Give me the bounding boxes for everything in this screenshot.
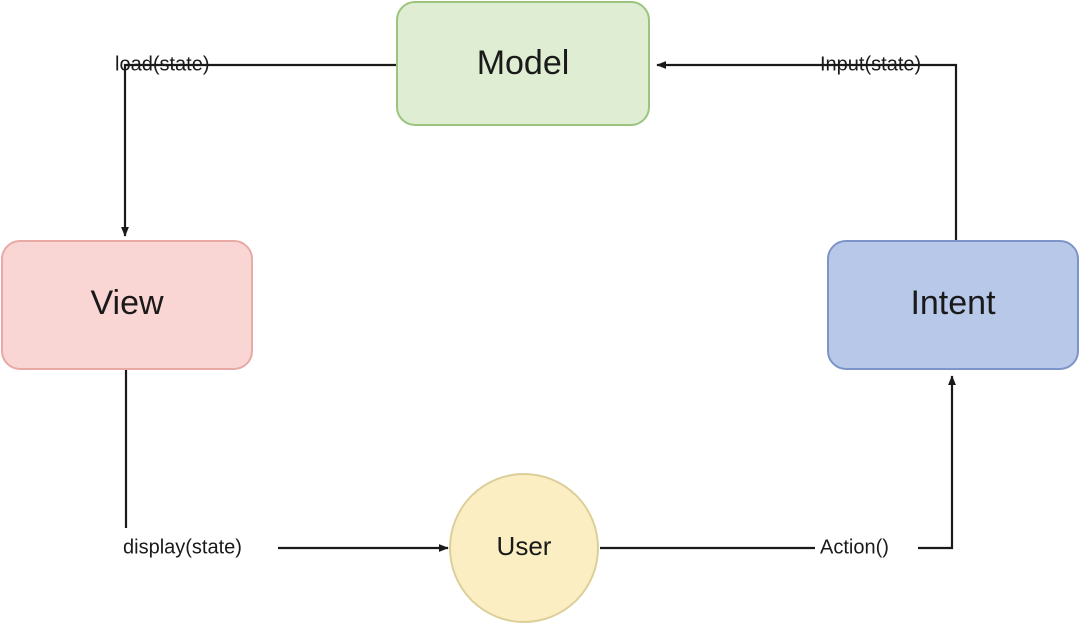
node-intent[interactable]: Intent [827,240,1079,370]
edge-label-display-state: display(state) [123,536,242,558]
node-model-shape[interactable] [396,1,650,126]
node-model-label: Model [477,44,570,82]
edge-user-to-intent-line [600,376,952,550]
node-user[interactable]: User [449,473,599,623]
node-intent-label: Intent [910,284,996,322]
edge-intent-to-model-line [656,61,958,241]
node-view-label: View [90,284,164,322]
edge-intent-to-model: Input(state) [656,53,958,241]
edge-view-to-user-line [124,369,448,548]
node-view[interactable]: View [1,240,253,370]
edge-label-input-state: Input(state) [820,53,921,75]
edge-model-to-view-line [121,63,397,237]
node-model[interactable]: Model [396,1,650,126]
node-view-shape[interactable] [1,240,253,370]
node-intent-shape[interactable] [827,240,1079,370]
edge-user-to-intent: Action() [600,376,952,558]
edge-label-load-state: load(state) [115,53,210,75]
node-user-shape[interactable] [449,473,599,623]
edge-model-to-view: load(state) [115,53,397,237]
edge-view-to-user: display(state) [123,369,448,558]
edge-label-action: Action() [820,536,889,558]
node-user-label: User [497,531,552,561]
